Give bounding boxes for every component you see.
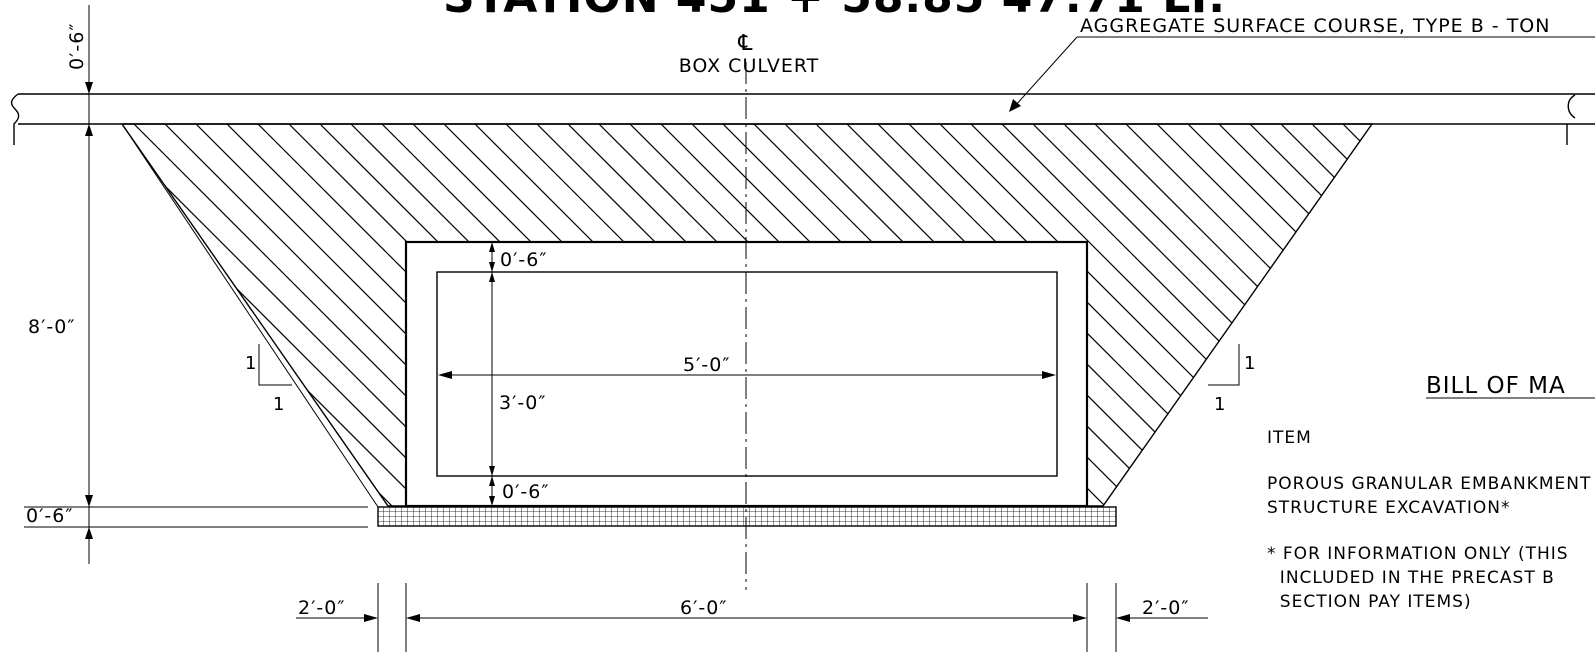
hatch-line (381, 124, 803, 506)
dim-left-clearance: 2′-0″ (298, 597, 345, 619)
dim-fill-height: 8′-0″ (28, 316, 75, 338)
hatch-line (1218, 124, 1372, 506)
hatch-line (122, 124, 152, 506)
slope-left-run: 1 (273, 394, 285, 415)
hatch-line (122, 124, 462, 506)
surface-callout: AGGREGATE SURFACE COURSE, TYPE B - TON (1009, 15, 1595, 112)
slope-right-run: 1 (1214, 394, 1226, 415)
surface-course (10, 93, 1595, 145)
bedding-layer (377, 506, 1117, 527)
dimension-inside-span: 5′-0″ (438, 354, 1056, 379)
centerline-symbol: ℄ (737, 31, 753, 56)
hatch-line (122, 124, 493, 506)
callout-surface-text: AGGREGATE SURFACE COURSE, TYPE B - TON (1080, 15, 1550, 37)
slope-indicator-left: 1 1 (245, 344, 292, 415)
hatch-line (412, 124, 834, 506)
bill-item-2: STRUCTURE EXCAVATION* (1267, 498, 1511, 518)
hatch-line (567, 124, 989, 506)
bill-note-line-2: INCLUDED IN THE PRECAST B (1267, 568, 1555, 588)
hatch-line (505, 124, 927, 506)
dimension-interior-vertical: 0′-6″ 3′-0″ 0′-6″ (489, 242, 549, 506)
hatch-line (815, 124, 1237, 506)
slope-left-rise: 1 (245, 353, 257, 374)
excavation-line-left (121, 123, 379, 508)
bill-title: BILL OF MA (1426, 373, 1566, 399)
slope-right-rise: 1 (1244, 353, 1256, 374)
bill-note-line-1: * FOR INFORMATION ONLY (THIS (1267, 544, 1569, 564)
centerline-label: BOX CULVERT (679, 55, 820, 77)
hatch-line (753, 124, 1175, 506)
hatch-line (629, 124, 1051, 506)
bill-of-materials: BILL OF MA ITEM POROUS GRANULAR EMBANKME… (1267, 373, 1595, 612)
dim-inside-rise: 3′-0″ (499, 392, 546, 414)
slope-indicator-right: 1 1 (1208, 344, 1256, 415)
centerline: ℄ BOX CULVERT (679, 31, 820, 590)
hatch-line (536, 124, 958, 506)
dim-top-slab: 0′-6″ (500, 249, 547, 271)
dimension-left-vertical: 0′-6″ 8′-0″ 0′-6″ (24, 5, 368, 564)
dim-bedding: 0′-6″ (26, 505, 73, 527)
dim-surface-thickness: 0′-6″ (66, 23, 88, 70)
hatch-line (722, 124, 1144, 506)
hatch-line (691, 124, 1113, 506)
bill-note-line-3: SECTION PAY ITEMS) (1267, 592, 1472, 612)
hatch-line (1187, 124, 1372, 506)
hatch-line (598, 124, 1020, 506)
hatch-line (257, 124, 679, 506)
hatch-line (350, 124, 772, 506)
hatch-line (784, 124, 1206, 506)
dim-right-clearance: 2′-0″ (1142, 597, 1189, 619)
dim-inside-span: 5′-0″ (683, 354, 730, 376)
hatch-line (1249, 124, 1372, 506)
backfill-outline (120, 123, 1374, 507)
hatch-line (908, 124, 1330, 506)
dimension-bottom: 2′-0″ 6′-0″ 2′-0″ (296, 583, 1208, 652)
bill-item-header: ITEM (1267, 428, 1312, 448)
culvert-inner-opening (436, 271, 1058, 477)
hatch-line (660, 124, 1082, 506)
dim-bottom-slab: 0′-6″ (502, 481, 549, 503)
dim-outside-width: 6′-0″ (680, 597, 727, 619)
station-title: STATION 451 + 58.85 47.71 LT. (443, 0, 1226, 23)
hatch-line (288, 124, 710, 506)
bill-item-1: POROUS GRANULAR EMBANKMENT (1267, 474, 1591, 494)
